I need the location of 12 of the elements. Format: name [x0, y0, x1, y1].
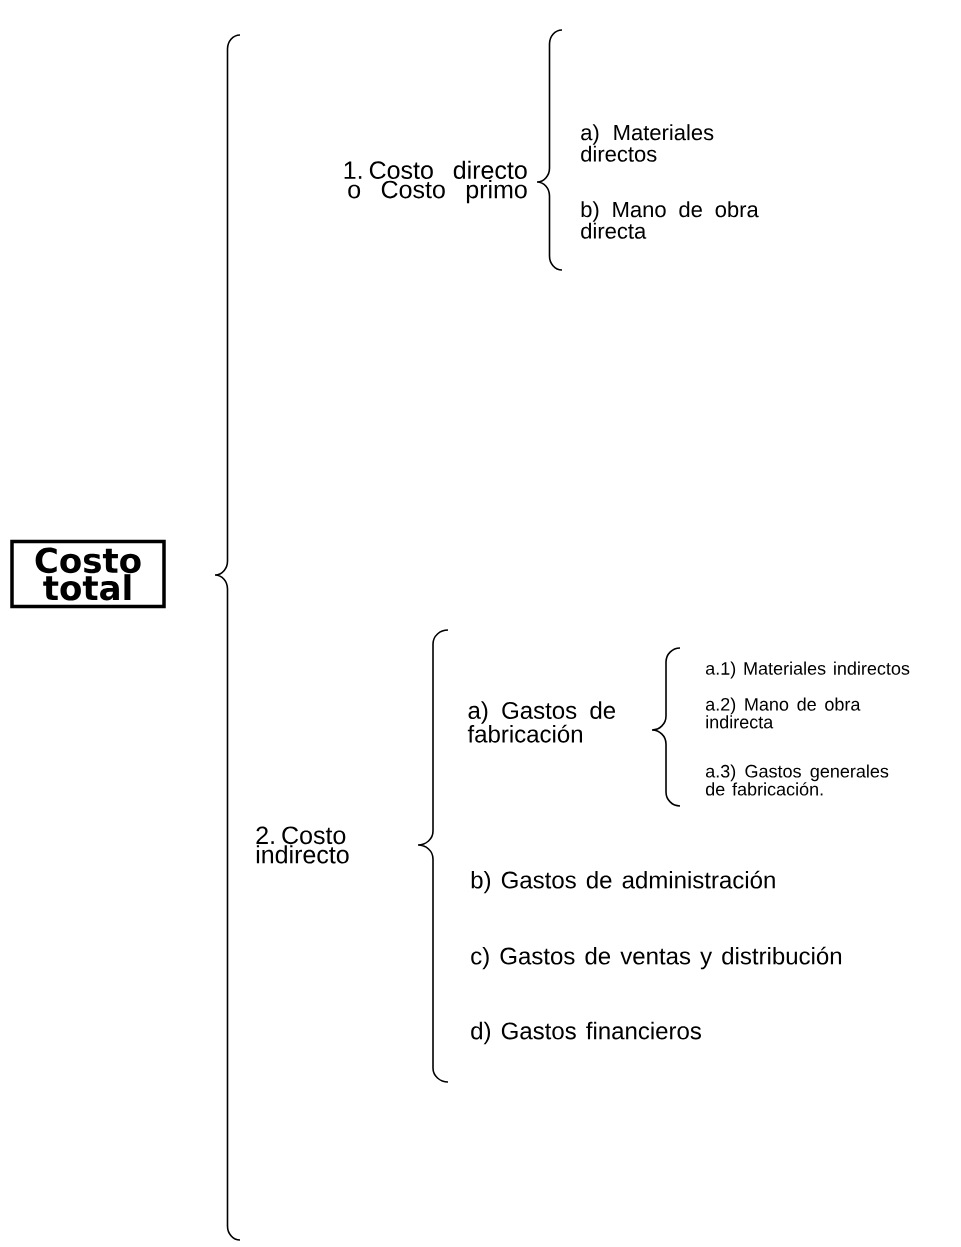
category-text: a) Materiales directos	[581, 124, 714, 162]
category-text: a.1) Materiales indirectos	[706, 661, 910, 679]
category-text: a.2) Mano de obra indirecta	[706, 697, 861, 729]
category-text: 2. Costo indirecto	[256, 826, 349, 864]
category-text: b) Gastos de administración	[471, 870, 775, 894]
category-text: c) Gastos de ventas y distribución	[471, 946, 842, 970]
category-text: a) Gastos de fabricación	[467, 701, 616, 743]
title-box: Costo total	[10, 539, 166, 609]
category-text: b) Mano de obra directa	[581, 201, 759, 239]
category-text: a.3) Gastos generales de fabricación.	[705, 764, 889, 796]
category-text: d) Gastos financieros	[471, 1021, 701, 1045]
category-text: 1. Costo directo o Costo primo	[344, 160, 527, 204]
